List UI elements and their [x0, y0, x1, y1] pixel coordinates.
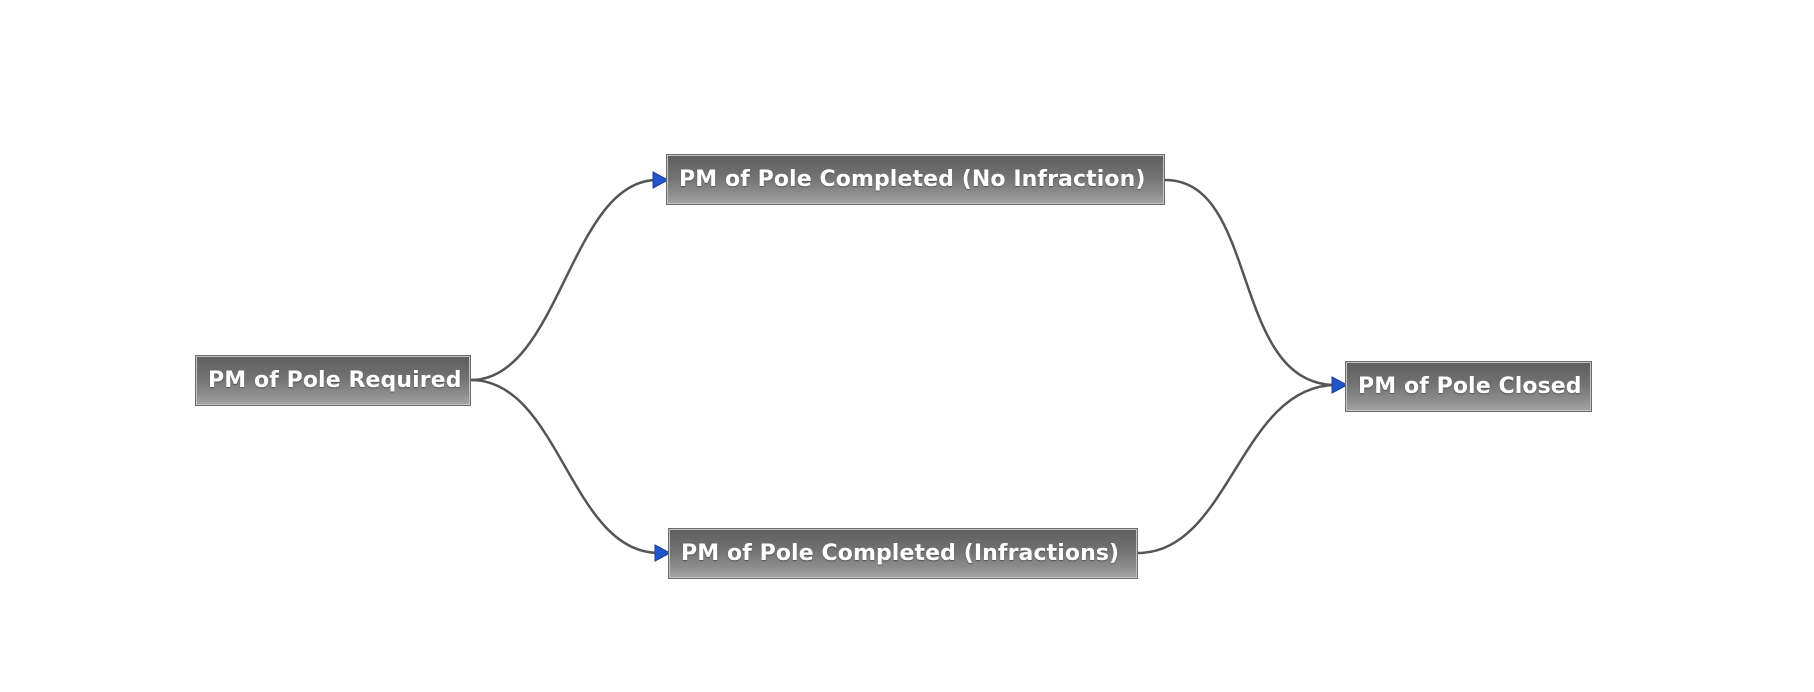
arrowhead-no-infraction: [652, 171, 670, 189]
node-label: PM of Pole Required: [208, 368, 462, 393]
node-label: PM of Pole Closed: [1358, 374, 1582, 399]
edge-infractions-to-closed: [1137, 383, 1337, 555]
edge-required-to-infractions: [470, 378, 660, 555]
edge-required-to-no-infraction: [470, 178, 658, 382]
node-label: PM of Pole Completed (Infractions): [681, 541, 1120, 566]
node-pm-of-pole-closed[interactable]: PM of Pole Closed: [1345, 361, 1592, 412]
node-pm-of-pole-completed-infractions[interactable]: PM of Pole Completed (Infractions): [668, 528, 1138, 579]
edge-no-infraction-to-closed: [1164, 178, 1337, 387]
node-pm-of-pole-required[interactable]: PM of Pole Required: [195, 355, 471, 406]
node-pm-of-pole-completed-no-infraction[interactable]: PM of Pole Completed (No Infraction): [666, 154, 1165, 205]
arrowhead-closed: [1331, 376, 1349, 394]
node-label: PM of Pole Completed (No Infraction): [679, 167, 1146, 192]
arrowhead-infractions: [654, 544, 672, 562]
